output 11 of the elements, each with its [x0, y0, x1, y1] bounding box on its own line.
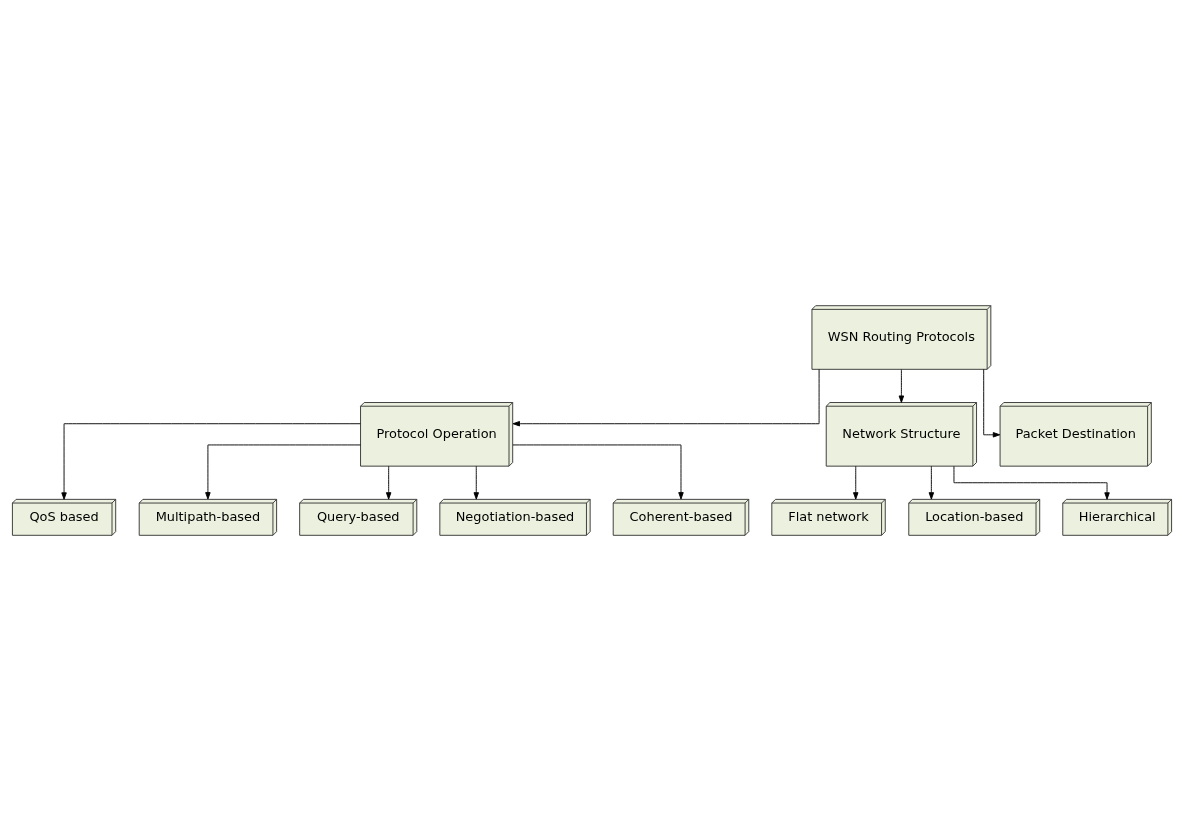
arrow [512, 444, 684, 499]
arrow [898, 368, 905, 403]
arrow [953, 465, 1110, 500]
arrow [205, 444, 361, 499]
arrow [385, 465, 392, 500]
arrow [983, 368, 1001, 437]
arrow [853, 465, 859, 500]
arrow [928, 465, 935, 500]
arrow [473, 465, 479, 500]
arrow [512, 368, 820, 426]
arrow [61, 422, 361, 500]
